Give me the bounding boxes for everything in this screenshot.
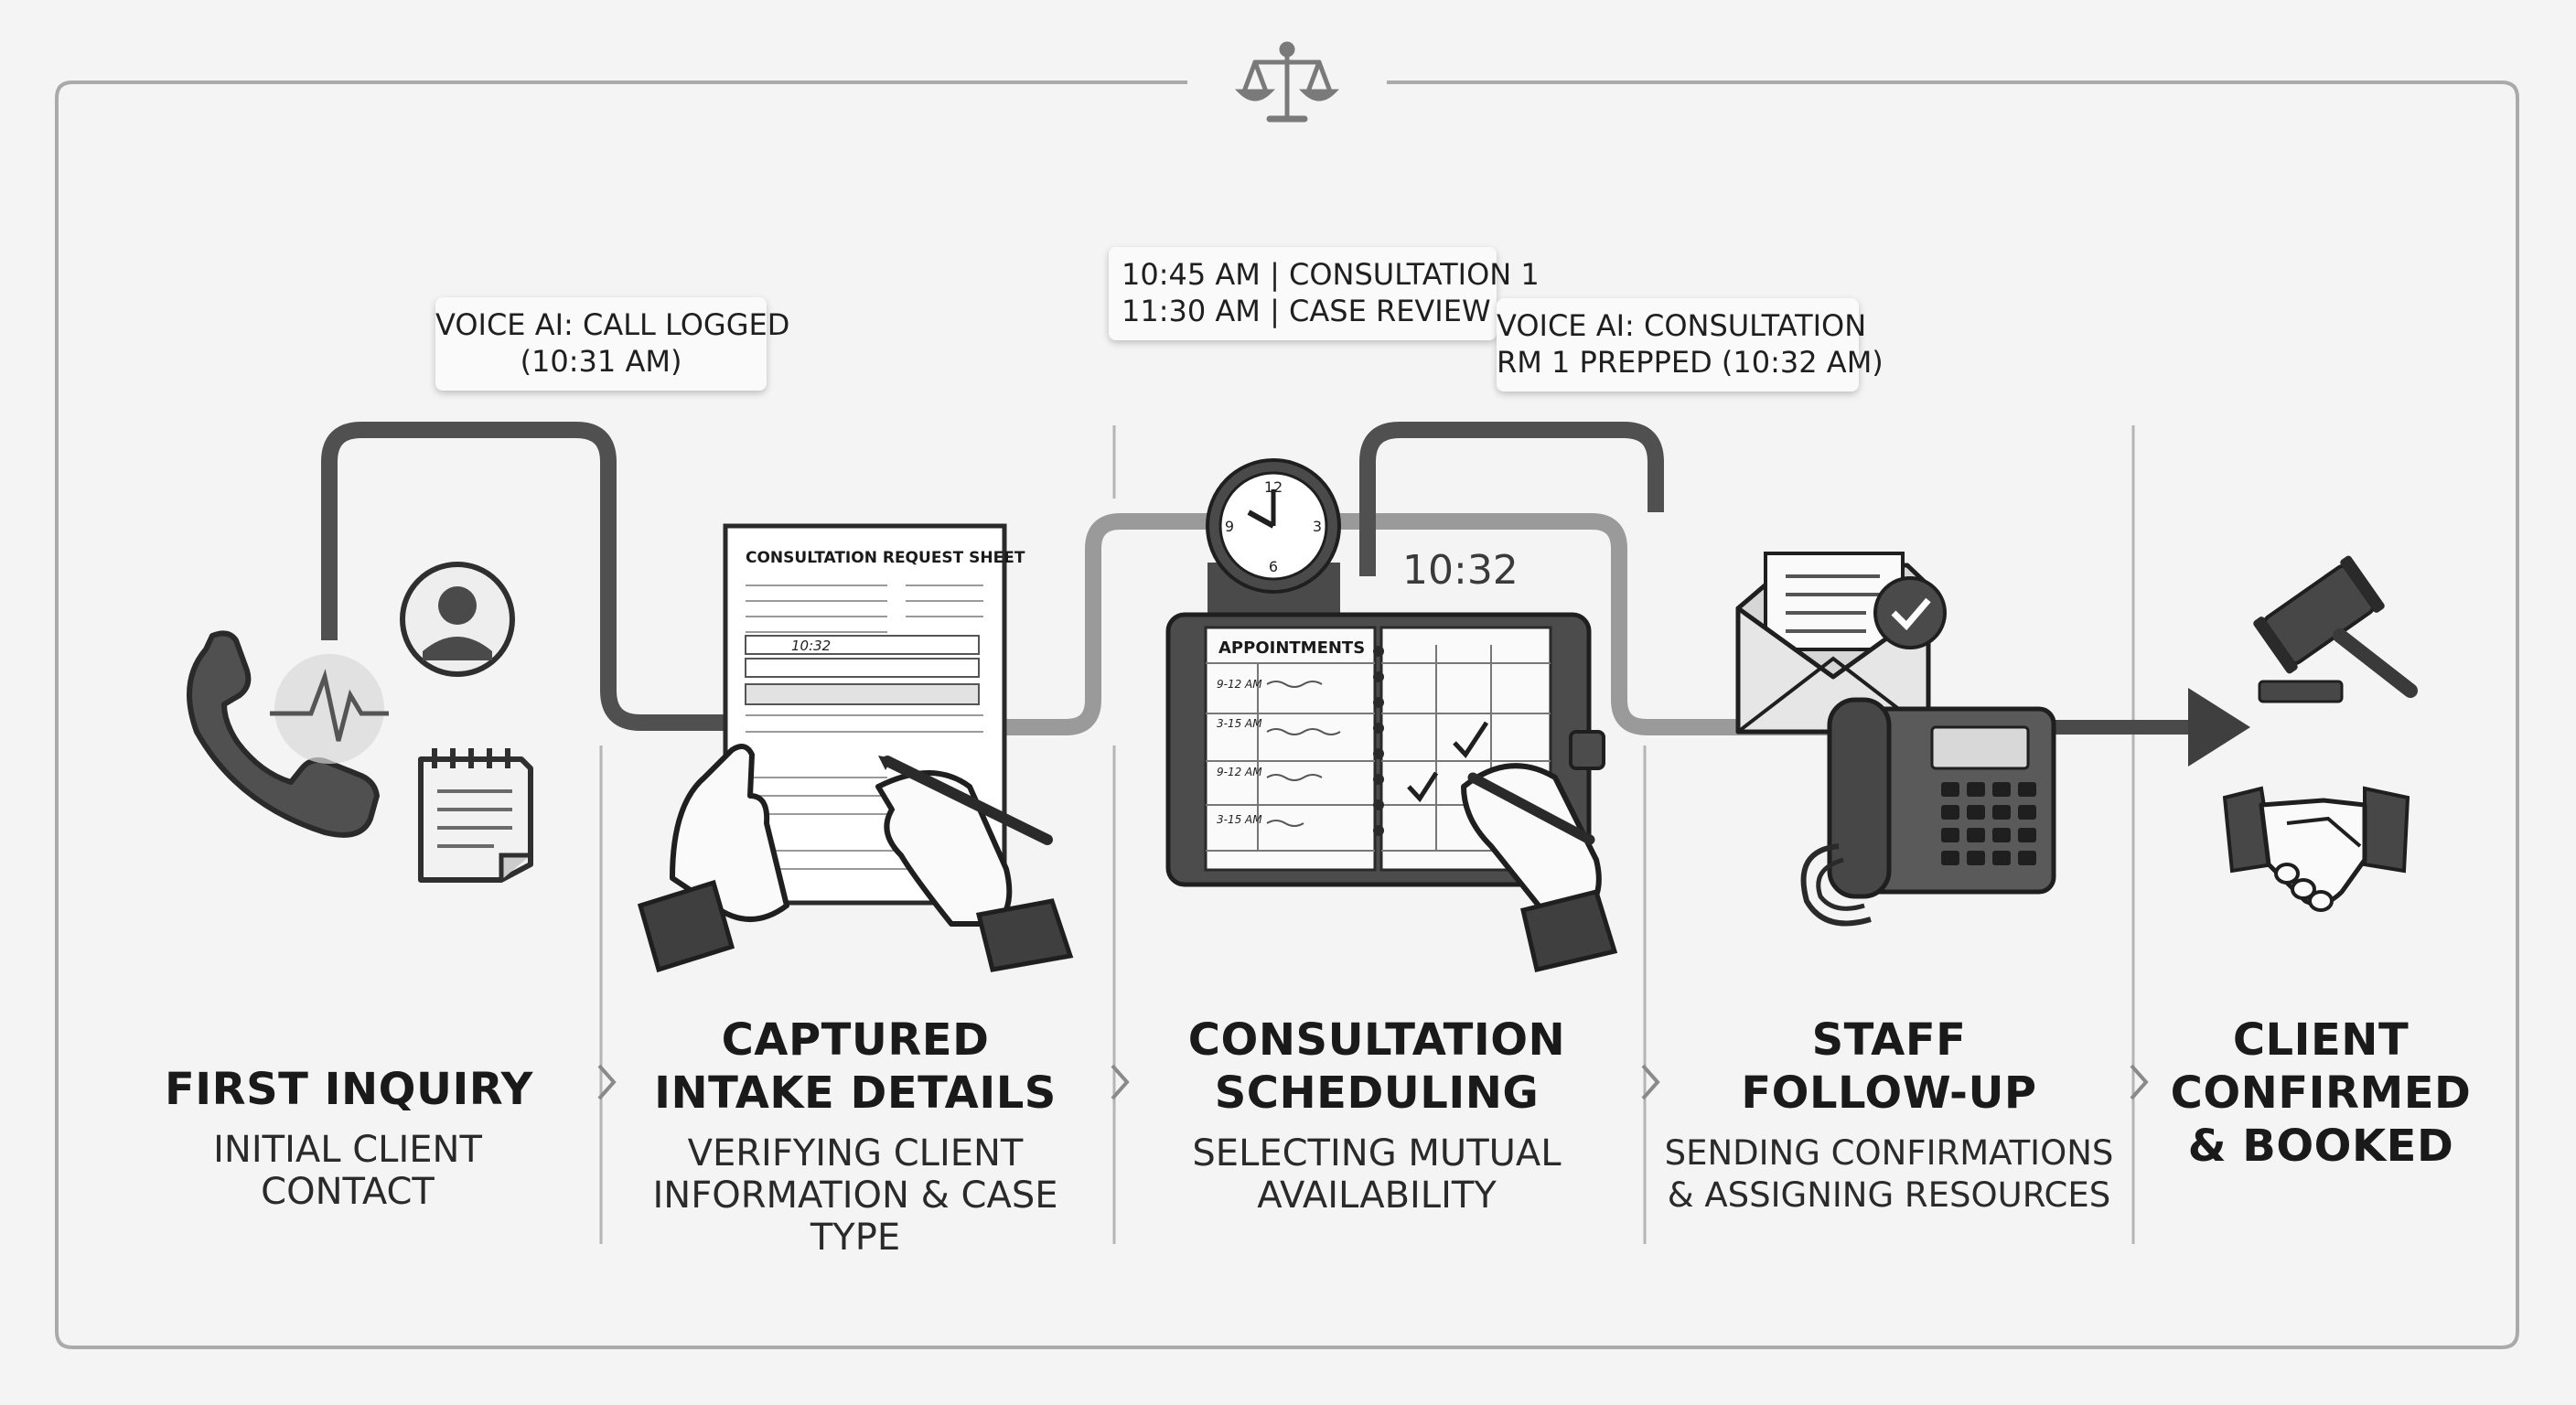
stage-title: CAPTURED xyxy=(721,1014,990,1066)
callout-call-logged: VOICE AI: CALL LOGGED (10:31 AM) xyxy=(435,297,790,391)
form-heading: CONSULTATION REQUEST SHEET xyxy=(746,549,1025,567)
flow-line-light xyxy=(983,513,2012,735)
chevron-right-icon xyxy=(597,1064,2149,1100)
stage-subtitle: SELECTING MUTUAL xyxy=(1192,1132,1562,1174)
stage-title: CLIENT xyxy=(2232,1014,2410,1066)
envelope-check-icon xyxy=(1735,552,1947,735)
callout-prepped: VOICE AI: CONSULTATION RM 1 PREPPED (10:… xyxy=(1497,298,1884,391)
stage-subtitle: SENDING CONFIRMATIONS xyxy=(1664,1133,2114,1173)
svg-text:12: 12 xyxy=(1264,478,1283,496)
writing-hands-icon xyxy=(637,744,1074,973)
desk-phone-icon xyxy=(1800,697,2056,927)
stage-title: CONFIRMED xyxy=(2170,1067,2472,1119)
column-dividers xyxy=(599,425,2135,1244)
flow-line-dark xyxy=(321,422,750,731)
form-time-entry: 10:32 xyxy=(791,638,831,654)
stage-title: FOLLOW-UP xyxy=(1741,1067,2037,1119)
svg-text:6: 6 xyxy=(1269,558,1278,575)
stage-title: & BOOKED xyxy=(2187,1121,2454,1172)
stage-subtitle: TYPE xyxy=(810,1217,901,1259)
writing-hand-icon xyxy=(1461,763,1618,973)
wall-clock-icon: 12 3 6 9 xyxy=(1206,458,1341,617)
stage-title: STAFF xyxy=(1811,1014,1967,1066)
callout-line: 11:30 AM | CASE REVIEW xyxy=(1122,294,1491,328)
stage-staff-follow-up: STAFF FOLLOW-UP SENDING CONFIRMATIONS & … xyxy=(1656,1014,2122,1217)
flow-arrowhead xyxy=(2188,688,2250,767)
gavel-icon xyxy=(2253,555,2418,703)
callout-line: (10:31 AM) xyxy=(520,344,682,379)
handshake-icon xyxy=(2222,786,2410,912)
digital-time: 10:32 xyxy=(1402,547,1519,594)
stage-subtitle: CONTACT xyxy=(261,1171,435,1213)
callout-line: VOICE AI: CALL LOGGED xyxy=(435,307,790,342)
flow-line-dark-2 xyxy=(1359,422,1664,576)
planner-entry: 9-12 AM xyxy=(1217,678,1262,691)
planner-entry: 9-12 AM xyxy=(1217,766,1262,778)
heartbeat-icon xyxy=(270,654,389,764)
stage-captured-intake-details: CAPTURED INTAKE DETAILS VERIFYING CLIENT… xyxy=(645,1014,1066,1259)
stage-title: SCHEDULING xyxy=(1214,1067,1540,1119)
stage-subtitle: AVAILABILITY xyxy=(1257,1174,1497,1217)
stage-consultation-scheduling: CONSULTATION SCHEDULING SELECTING MUTUAL… xyxy=(1166,1014,1587,1217)
stage-subtitle: VERIFYING CLIENT xyxy=(687,1132,1024,1174)
callout-line: RM 1 PREPPED (10:32 AM) xyxy=(1497,345,1884,380)
stage-subtitle: & ASSIGNING RESOURCES xyxy=(1667,1175,2111,1215)
client-avatar-icon xyxy=(400,562,515,677)
stage-title: FIRST INQUIRY xyxy=(165,1064,533,1115)
planner-entry: 3-15 AM xyxy=(1217,813,1262,826)
stage-client-confirmed: CLIENT CONFIRMED & BOOKED xyxy=(2152,1014,2490,1173)
callout-line: VOICE AI: CONSULTATION xyxy=(1497,308,1867,343)
stage-first-inquiry: FIRST INQUIRY INITIAL CLIENT CONTACT xyxy=(165,1063,533,1213)
svg-text:9: 9 xyxy=(1225,518,1234,535)
scales-of-justice-icon xyxy=(1234,41,1340,123)
stage-title: INTAKE DETAILS xyxy=(654,1067,1057,1119)
callout-schedule: 10:45 AM | CONSULTATION 1 11:30 AM | CAS… xyxy=(1109,247,1540,340)
callout-line: 10:45 AM | CONSULTATION 1 xyxy=(1122,257,1540,292)
svg-text:3: 3 xyxy=(1313,518,1322,535)
notepad-icon xyxy=(418,748,533,883)
stage-subtitle: INFORMATION & CASE xyxy=(652,1174,1058,1217)
stage-title: CONSULTATION xyxy=(1187,1014,1566,1066)
stage-subtitle: INITIAL CLIENT xyxy=(213,1129,482,1171)
planner-heading: APPOINTMENTS xyxy=(1218,638,1365,658)
planner-entry: 3-15 AM xyxy=(1217,717,1262,730)
